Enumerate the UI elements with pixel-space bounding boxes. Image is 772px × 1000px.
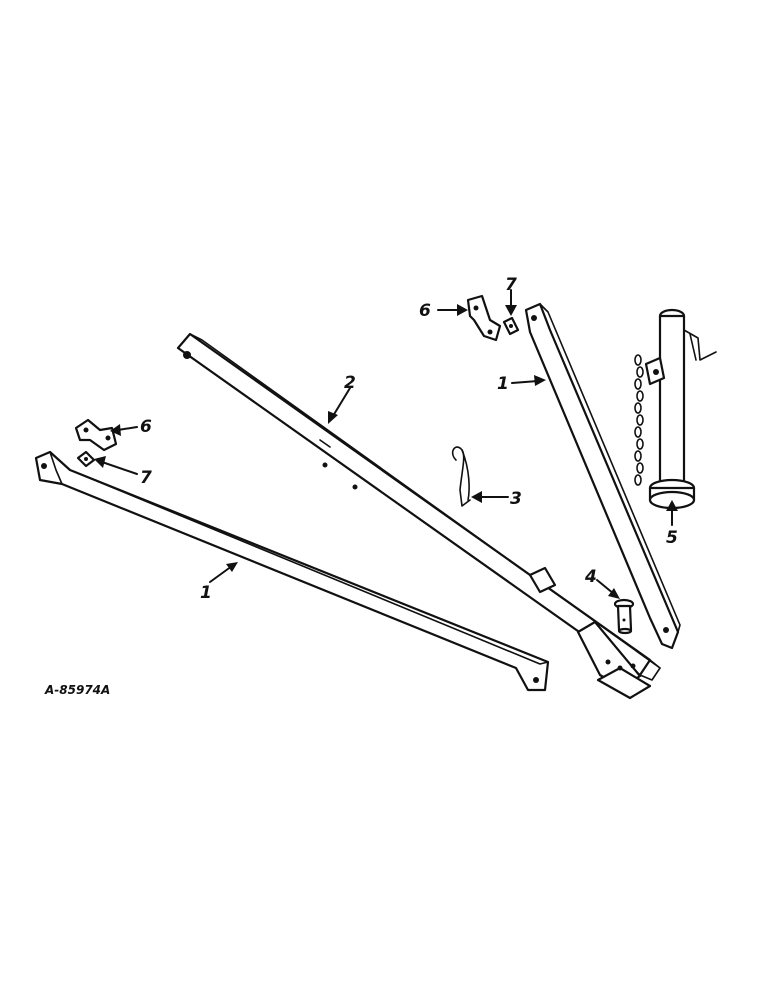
callout-hitch-pin: 4	[584, 567, 597, 587]
callout-bracket-left: 6	[140, 417, 152, 437]
callout-brace-left: 1	[200, 583, 212, 603]
plate-left-part	[76, 450, 96, 468]
hitch-pin-clip-part	[451, 446, 471, 507]
callout-arrows	[94, 289, 678, 599]
brace-left-part	[34, 450, 550, 692]
jack-part	[634, 308, 717, 510]
chain	[634, 354, 644, 486]
callout-tongue: 2	[344, 373, 356, 393]
callout-jack: 5	[666, 528, 678, 548]
callout-hitch-pin-clip: 3	[510, 489, 522, 509]
plate-right-part	[502, 316, 520, 336]
tongue-part	[176, 332, 661, 700]
callout-bracket-right: 6	[419, 301, 431, 321]
callout-plate-right: 7	[505, 275, 517, 295]
brace-right-part	[524, 302, 681, 650]
callout-brace-right: 1	[497, 374, 509, 394]
drawing-id: A-85974A	[44, 683, 110, 697]
callout-plate-left: 7	[140, 468, 152, 488]
hitch-pin-part	[613, 598, 635, 635]
bracket-left-part	[74, 418, 118, 452]
bracket-right-part	[466, 294, 502, 342]
